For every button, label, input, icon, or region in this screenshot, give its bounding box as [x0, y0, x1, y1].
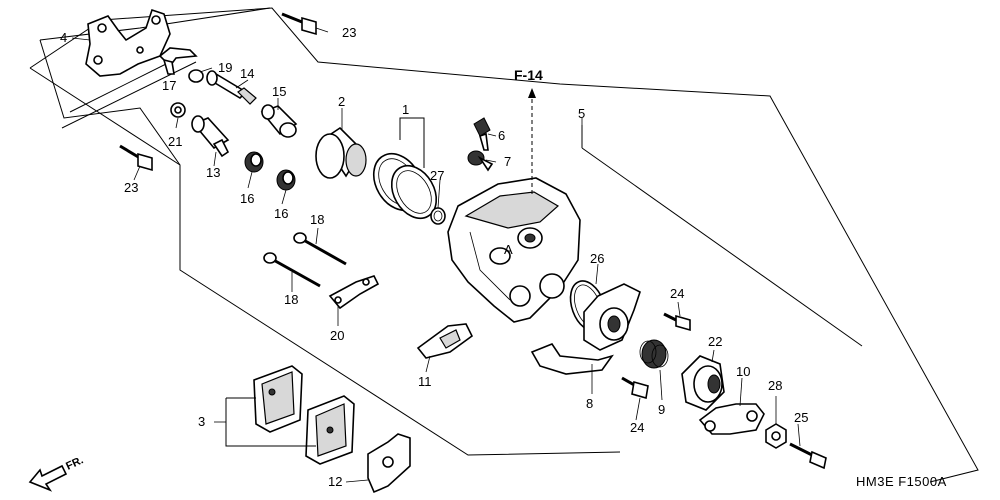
pad-pin-part-18-lower — [263, 252, 321, 288]
boot-part-16-right — [276, 169, 296, 191]
callout-28: 28 — [768, 378, 782, 393]
bleeder-cap-part-7 — [467, 150, 494, 172]
pad-shim-part-12 — [367, 433, 411, 494]
bolt-part-23-left — [119, 144, 153, 172]
callout-6: 6 — [498, 128, 505, 143]
front-direction-arrow: FR. — [28, 454, 85, 492]
assembly-outline-frames — [29, 7, 979, 483]
bolt-part-23-top — [281, 12, 317, 36]
callout-27: 27 — [430, 168, 444, 183]
boot-part-16-left — [244, 151, 264, 173]
slide-pin-part-13 — [191, 115, 230, 158]
pin-boot-part-15 — [260, 104, 298, 138]
svg-text:A: A — [504, 242, 513, 257]
callout-16-right: 16 — [274, 206, 288, 221]
callout-26: 26 — [590, 251, 604, 266]
brake-pad-part-3 — [225, 365, 355, 465]
callout-21: 21 — [168, 134, 182, 149]
callout-18-upper: 18 — [310, 212, 324, 227]
o-ring-part-27 — [430, 207, 446, 225]
bolt-part-24-lower — [621, 376, 649, 400]
callout-11: 11 — [418, 374, 432, 389]
callout-13: 13 — [206, 165, 220, 180]
callout-17: 17 — [162, 78, 176, 93]
callout-1: 1 — [402, 102, 409, 117]
diagram-code: HM3E F1500A — [856, 474, 947, 489]
callout-23-top: 23 — [342, 25, 356, 40]
front-direction-label: FR. — [64, 454, 85, 472]
piston-seals-part-1 — [372, 117, 438, 220]
pad-spring-clip-part — [158, 47, 198, 75]
pad-pin-part-18-upper — [293, 232, 347, 266]
callout-8: 8 — [586, 396, 593, 411]
callout-7: 7 — [504, 154, 511, 169]
bleeder-screw-part-6 — [473, 117, 491, 151]
callout-12: 12 — [328, 474, 342, 489]
cap-part-22 — [681, 355, 725, 411]
callout-10: 10 — [736, 364, 750, 379]
callout-19: 19 — [218, 60, 232, 75]
callout-14: 14 — [240, 66, 254, 81]
callout-16-left: 16 — [240, 191, 254, 206]
callout-labels: 4 23 19 14 15 2 1 5 F-14 6 7 27 17 21 13… — [60, 25, 947, 489]
reference-label: F-14 — [514, 67, 543, 83]
pin-plate-part-20 — [328, 275, 380, 310]
spring-part-9 — [639, 339, 669, 369]
callout-20: 20 — [330, 328, 344, 343]
callout-3: 3 — [198, 414, 205, 429]
callout-4: 4 — [60, 30, 67, 45]
callout-18-lower: 18 — [284, 292, 298, 307]
washer-part-21 — [170, 102, 186, 118]
pin-bolt-part — [188, 69, 257, 105]
bolt-part-25 — [789, 442, 827, 470]
callout-5: 5 — [578, 106, 585, 121]
callout-24-lower: 24 — [630, 420, 644, 435]
caliper-bracket-part — [85, 8, 171, 77]
callout-2: 2 — [338, 94, 345, 109]
callout-24-upper: 24 — [670, 286, 684, 301]
callout-22: 22 — [708, 334, 722, 349]
callout-15: 15 — [272, 84, 286, 99]
lever-part-10 — [698, 403, 765, 435]
caliper-body-part: A — [447, 177, 581, 323]
nut-part-28 — [765, 423, 787, 449]
callout-23-left: 23 — [124, 180, 138, 195]
bolt-part-24-upper — [663, 312, 691, 332]
callout-9: 9 — [658, 402, 665, 417]
pad-retainer-part-11 — [416, 323, 474, 359]
leader-lines — [71, 27, 801, 483]
piston-part-2 — [315, 126, 367, 179]
callout-25: 25 — [794, 410, 808, 425]
reference-arrow — [528, 88, 536, 194]
